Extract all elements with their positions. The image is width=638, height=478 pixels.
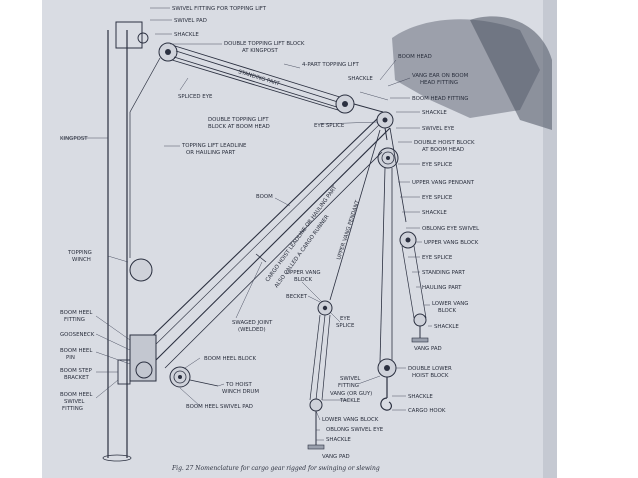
label-shackle-2: SHACKLE	[422, 110, 447, 116]
label-boom-heel-swivel-pad: BOOM HEEL SWIVEL PAD	[186, 404, 253, 410]
label-upper-vang-block-right: UPPER VANG BLOCK	[424, 240, 479, 246]
boom-heel-assembly	[117, 334, 219, 388]
label-boom-step-bracket-2: BRACKET	[64, 375, 90, 381]
label-vang-ear-1: VANG EAR ON BOOM	[412, 73, 469, 79]
label-swivel-eye: SWIVEL EYE	[422, 126, 455, 132]
label-eye-splice-head: EYE SPLICE	[314, 123, 345, 129]
label-swaged-joint-2: (WELDED)	[238, 327, 266, 333]
label-topping-winch-2: WINCH	[72, 257, 91, 263]
kingpost-structure	[102, 21, 143, 462]
label-vang-ear-2: HEAD FITTING	[420, 80, 458, 86]
label-eye-splice-mid-1: EYE	[340, 316, 351, 322]
label-boom-head: BOOM HEAD	[398, 54, 432, 60]
boom-head-fitting	[376, 111, 399, 169]
label-topping-leadline-1: TOPPING LIFT LEADLINE	[181, 143, 247, 149]
label-standing-part-vang: STANDING PART	[422, 270, 466, 276]
label-spliced-eye: SPLICED EYE	[178, 94, 213, 100]
label-double-topping-lift-kingpost-2: AT KINGPOST	[242, 48, 279, 54]
figure-caption: Fig. 27 Nomenclature for cargo gear rigg…	[171, 465, 380, 472]
label-double-topping-boomhead-2: BLOCK AT BOOM HEAD	[208, 124, 270, 130]
label-boom-heel-fitting-1: BOOM HEEL	[60, 310, 92, 316]
label-to-hoist-winch-1: TO HOIST	[225, 382, 253, 388]
label-shackle-head: SHACKLE	[348, 76, 373, 82]
label-swivel-fitting-topping-lift: SWIVEL FITTING FOR TOPPING LIFT	[172, 6, 267, 12]
left-vang	[307, 129, 381, 450]
label-to-hoist-winch-2: WINCH DRUM	[222, 389, 259, 395]
label-cargo-hoist-1: CARGO HOIST LEADLINE OR HAULING PART	[265, 185, 339, 284]
label-double-hoist-block-2: AT BOOM HEAD	[422, 147, 464, 153]
label-swivel-fitting-1: SWIVEL	[340, 376, 360, 382]
right-vang	[389, 127, 429, 343]
label-double-topping-boomhead-1: DOUBLE TOPPING LIFT	[208, 117, 269, 123]
label-oblong-swivel-eye: OBLONG SWIVEL EYE	[326, 427, 384, 433]
topping-winch-drum	[129, 258, 153, 282]
label-shackle-top: SHACKLE	[174, 32, 199, 38]
machinery-shadow-2	[470, 16, 552, 130]
label-upper-vang-block-left-1: UPPER VANG	[286, 270, 321, 276]
label-cargo-hook: CARGO HOOK	[408, 408, 446, 414]
label-shackle-r3: SHACKLE	[408, 394, 433, 400]
label-swivel-pad: SWIVEL PAD	[174, 18, 207, 24]
leader-lines	[62, 7, 432, 441]
label-boom-heel-block: BOOM HEEL BLOCK	[204, 356, 257, 362]
label-eye-splice-r2: EYE SPLICE	[422, 195, 453, 201]
label-upper-vang-pendant-right: UPPER VANG PENDANT	[412, 180, 475, 186]
label-oblong-eye-swivel: OBLONG EYE SWIVEL	[422, 226, 479, 232]
label-vang-pad-bottom: VANG PAD	[322, 454, 350, 460]
label-hauling-part: HAULING PART	[422, 285, 462, 291]
label-boom-heel-pin-1: BOOM HEEL	[60, 348, 92, 354]
label-lower-vang-block-bottom: LOWER VANG BLOCK	[322, 417, 379, 423]
label-swivel-fitting-2: FITTING	[338, 383, 359, 389]
label-swaged-joint-1: SWAGED JOINT	[232, 320, 273, 326]
label-topping-leadline-2: OR HAULING PART	[186, 150, 236, 156]
label-boom-heel-fitting-2: FITTING	[64, 317, 85, 323]
label-boom: BOOM	[256, 194, 273, 200]
label-four-part-topping-lift: 4-PART TOPPING LIFT	[302, 62, 359, 68]
label-lower-vang-block-r1: LOWER VANG	[432, 301, 469, 307]
label-topping-winch-1: TOPPING	[67, 250, 92, 256]
topping-lift-rig	[129, 32, 384, 258]
label-upper-vang-block-left-2: BLOCK	[294, 277, 313, 283]
label-shackle-r1: SHACKLE	[422, 210, 447, 216]
label-shackle-r2: SHACKLE	[434, 324, 459, 330]
label-kingpost: KINGPOST	[60, 136, 88, 142]
label-gooseneck: GOOSENECK	[60, 332, 95, 338]
label-eye-splice-r1: EYE SPLICE	[422, 162, 453, 168]
label-double-topping-lift-kingpost-1: DOUBLE TOPPING LIFT BLOCK	[224, 41, 305, 47]
label-double-lower-hoist-1: DOUBLE LOWER	[408, 366, 452, 372]
label-vang-pad-right: VANG PAD	[414, 346, 442, 352]
boom	[139, 117, 391, 361]
label-boom-heel-pin-2: PIN	[66, 355, 75, 361]
label-double-lower-hoist-2: HOIST BLOCK	[412, 373, 449, 379]
label-vang-tackle-1: VANG (OR GUY)	[330, 391, 372, 397]
label-boom-heel-swivel-fitting-3: FITTING	[62, 406, 83, 412]
label-boom-heel-swivel-fitting-1: BOOM HEEL	[60, 392, 92, 398]
label-eye-splice-r3: EYE SPLICE	[422, 255, 453, 261]
label-eye-splice-mid-2: SPLICE	[336, 323, 355, 329]
label-boom-head-fitting: BOOM HEAD FITTING	[412, 96, 468, 102]
label-upper-vang-pendant-diag: UPPER VANG PENDANT	[336, 199, 361, 261]
label-lower-vang-block-r2: BLOCK	[438, 308, 457, 314]
label-becket: BECKET	[286, 294, 308, 300]
label-double-hoist-block-1: DOUBLE HOIST BLOCK	[414, 140, 475, 146]
label-shackle-bottom: SHACKLE	[326, 437, 351, 443]
label-boom-heel-swivel-fitting-2: SWIVEL	[64, 399, 84, 405]
label-vang-tackle-2: TACKLE	[339, 398, 361, 404]
cargo-runner	[164, 151, 397, 411]
label-boom-step-bracket-1: BOOM STEP	[60, 368, 93, 374]
